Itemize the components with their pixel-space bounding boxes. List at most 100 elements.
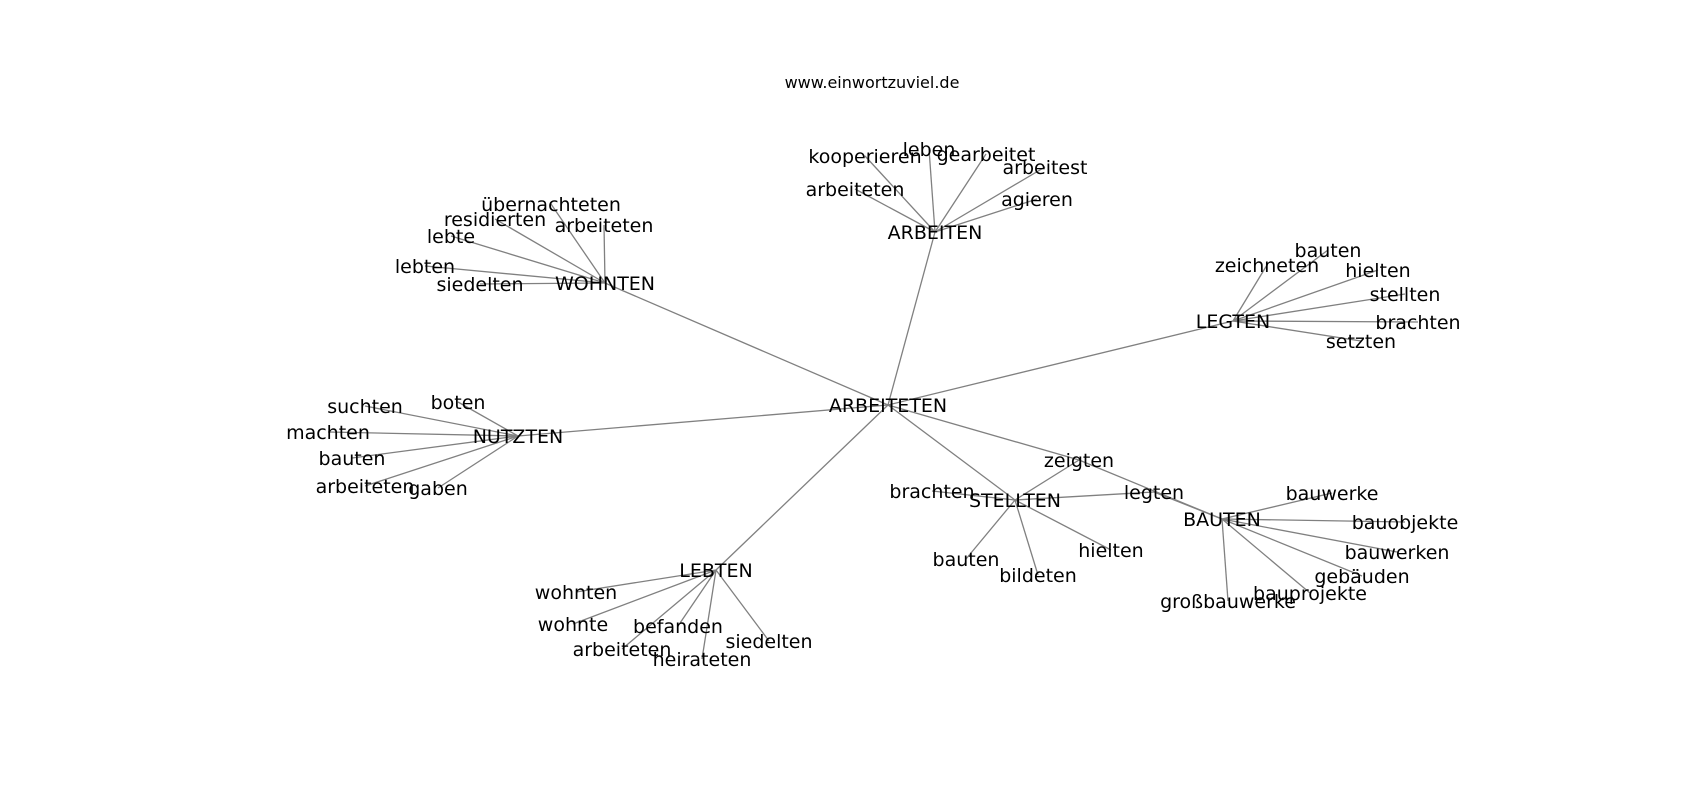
node-label-le_arbeiteten: arbeiteten	[573, 639, 672, 661]
edge-LEGTEN-l_setzten	[1232, 320, 1362, 342]
edge-LEGTEN-l_stellten	[1232, 293, 1406, 322]
edge-WOHNTEN-w_siedelten	[479, 282, 606, 285]
edge-WOHNTEN-w_uebernachteten	[550, 203, 606, 284]
node-label-le_befanden: befanden	[633, 616, 723, 638]
node-label-w_uebernachteten: übernachteten	[481, 194, 621, 216]
edge-BAUTEN-b_bauprojekte	[1221, 518, 1311, 594]
node-label-l_zeichneten: zeichneten	[1215, 255, 1319, 277]
edge-ARBEITETEN_c-STELLTEN	[887, 404, 1016, 501]
node-label-le_wohnten: wohnten	[535, 582, 617, 604]
edge-LEGTEN-l_brachten	[1232, 320, 1419, 323]
edge-LEBTEN-le_siedelten	[715, 569, 770, 642]
edge-LEBTEN-le_heirateten	[701, 569, 717, 660]
edge-LEBTEN-le_arbeiteten	[621, 569, 717, 650]
edge-STELLTEN-legten	[1014, 491, 1155, 501]
graph-edges	[327, 148, 1419, 660]
node-label-n_boten: boten	[431, 392, 486, 414]
node-label-b_bauwerke: bauwerke	[1286, 483, 1379, 505]
edge-BAUTEN-b_bauwerke	[1221, 492, 1333, 520]
node-label-stellten: STELLTEN	[969, 490, 1061, 512]
node-label-le_heirateten: heirateten	[653, 649, 752, 671]
edge-ARBEITEN-a_agieren	[934, 198, 1038, 233]
edge-legten-BAUTEN	[1153, 491, 1223, 520]
node-label-a_kooperieren: kooperieren	[808, 146, 921, 168]
edge-WOHNTEN-w_lebte	[450, 235, 606, 284]
node-label-le_wohnte: wohnte	[538, 614, 608, 636]
node-label-a_agieren: agieren	[1001, 189, 1073, 211]
node-label-b_grossbauwerke: großbauwerke	[1160, 591, 1296, 613]
node-label-b_bauprojekte: bauprojekte	[1253, 583, 1367, 605]
node-label-n_gaben: gaben	[408, 478, 468, 500]
edge-ARBEITEN-a_arbeitest	[934, 166, 1046, 233]
edge-ARBEITEN-a_arbeiteten	[854, 188, 936, 233]
node-label-bauten: BAUTEN	[1183, 509, 1261, 531]
node-label-a_leben: leben	[903, 139, 956, 161]
edge-WOHNTEN-w_arbeiteten	[603, 224, 606, 284]
node-label-a_arbeitest: arbeitest	[1003, 157, 1088, 179]
edge-ARBEITEN-a_leben	[928, 148, 936, 233]
edge-STELLTEN-zeigten	[1014, 459, 1080, 501]
edge-LEGTEN-l_bauten	[1232, 249, 1329, 322]
edge-NUTZTEN-n_gaben	[437, 435, 519, 489]
node-label-l_bauten: bauten	[1295, 240, 1362, 262]
edge-NUTZTEN-n_suchten	[364, 405, 519, 437]
edge-LEGTEN-l_hielten	[1232, 269, 1379, 322]
node-label-w_siedelten: siedelten	[436, 274, 523, 296]
edge-BAUTEN-b_grossbauwerke	[1221, 518, 1229, 602]
node-label-n_bauten: bauten	[319, 448, 386, 470]
edge-WOHNTEN-w_lebten	[424, 265, 606, 284]
edge-STELLTEN-s_hielten	[1014, 499, 1112, 551]
node-label-legten: legten	[1124, 482, 1184, 504]
edge-ARBEITETEN_c-WOHNTEN	[604, 282, 889, 406]
node-label-s_brachten: brachten	[889, 481, 974, 503]
edge-LEBTEN-le_befanden	[677, 569, 717, 627]
node-label-n_machten: machten	[286, 422, 370, 444]
node-label-l_stellten: stellten	[1370, 284, 1441, 306]
node-label-l_hielten: hielten	[1345, 260, 1410, 282]
edge-WOHNTEN-w_residierten	[494, 218, 606, 284]
node-label-arbeiteten_c: ARBEITETEN	[829, 395, 947, 417]
node-label-a_gearbeitet: gearbeitet	[937, 144, 1036, 166]
node-label-b_bauobjekte: bauobjekte	[1352, 512, 1459, 534]
node-label-l_brachten: brachten	[1375, 312, 1460, 334]
node-label-wohnten: WOHNTEN	[555, 273, 655, 295]
node-label-w_arbeiteten: arbeiteten	[555, 215, 654, 237]
graph-node-labels: ARBEITETENWOHNTENARBEITENLEGTENNUTZTENLE…	[286, 139, 1461, 671]
node-label-le_siedelten: siedelten	[725, 631, 812, 653]
node-label-n_arbeiteten: arbeiteten	[316, 476, 415, 498]
node-label-a_arbeiteten: arbeiteten	[806, 179, 905, 201]
edge-NUTZTEN-n_boten	[457, 401, 519, 437]
edge-NUTZTEN-n_arbeiteten	[364, 435, 519, 487]
node-label-l_setzten: setzten	[1326, 331, 1396, 353]
edge-ARBEITETEN_c-LEGTEN	[887, 320, 1234, 406]
edge-NUTZTEN-n_machten	[327, 431, 519, 437]
edge-BAUTEN-b_gebaeuden	[1221, 518, 1363, 577]
edge-STELLTEN-s_bauten	[965, 499, 1016, 560]
node-label-n_suchten: suchten	[327, 396, 403, 418]
edge-NUTZTEN-n_bauten	[351, 435, 519, 459]
edge-STELLTEN-s_brachten	[931, 490, 1016, 501]
edge-LEBTEN-le_wohnte	[572, 569, 717, 625]
edge-BAUTEN-b_bauwerken	[1221, 518, 1398, 553]
edge-BAUTEN-b_bauobjekte	[1221, 518, 1406, 523]
node-label-arbeiten: ARBEITEN	[888, 222, 983, 244]
edge-ARBEITETEN_c-NUTZTEN	[517, 404, 889, 437]
graph-title: www.einwortzuviel.de	[785, 73, 960, 92]
edge-ARBEITETEN_c-ARBEITEN	[887, 231, 936, 406]
edge-LEBTEN-le_wohnten	[575, 569, 717, 593]
edge-ARBEITETEN_c-LEBTEN	[715, 404, 889, 571]
node-label-w_residierten: residierten	[444, 209, 546, 231]
edge-ARBEITETEN_c-zeigten	[887, 404, 1080, 461]
edge-ARBEITEN-a_kooperieren	[864, 155, 936, 233]
node-label-nutzten: NUTZTEN	[473, 426, 564, 448]
node-label-s_hielten: hielten	[1078, 540, 1143, 562]
node-label-w_lebte: lebte	[427, 226, 475, 248]
edge-STELLTEN-s_bildeten	[1014, 499, 1039, 576]
node-label-b_bauwerken: bauwerken	[1345, 542, 1450, 564]
node-label-lebten: LEBTEN	[679, 560, 752, 582]
node-label-s_bildeten: bildeten	[999, 565, 1077, 587]
node-label-w_lebten: lebten	[395, 256, 455, 278]
node-label-s_bauten: bauten	[933, 549, 1000, 571]
node-label-zeigten: zeigten	[1044, 450, 1114, 472]
